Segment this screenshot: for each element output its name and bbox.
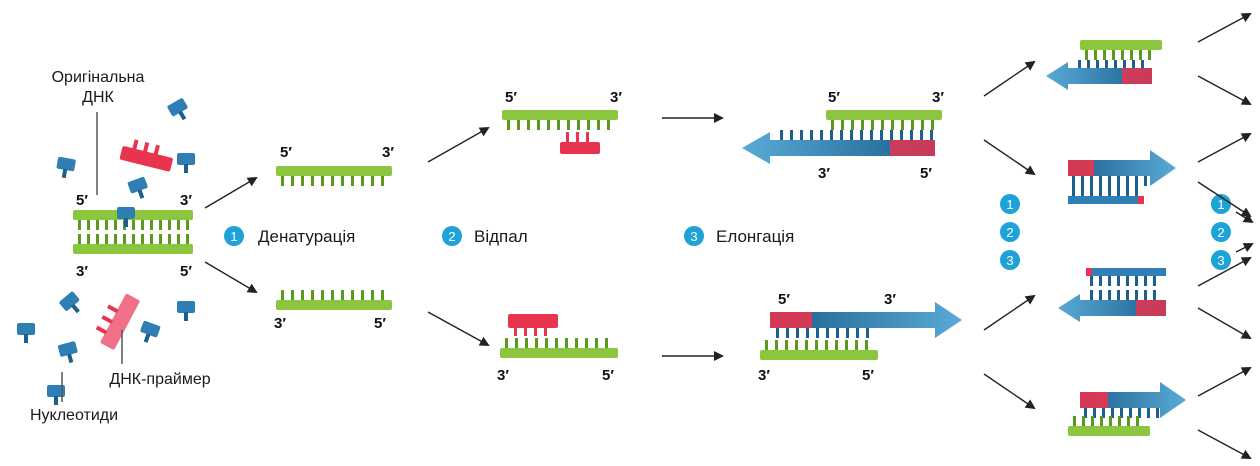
step-elongation: 3 Елонгація [684,226,794,246]
step-denaturation-label: Денатурація [258,227,355,246]
elongation-bottom [760,302,962,360]
ann-top-3prime: 3′ [610,89,622,106]
nucleotides-label: Нуклеотиди [30,407,118,424]
original-dna-label-line1: Оригінальна [52,69,145,86]
svg-text:2: 2 [448,229,455,244]
floating-primer-top [119,139,173,172]
nucleotide-icon [56,156,76,179]
nucleotide-icon [17,323,35,343]
svg-text:3: 3 [1217,253,1224,268]
el-top-3prime: 3′ [932,89,944,106]
svg-text:3: 3 [1006,253,1013,268]
den-top-5prime: 5′ [280,144,292,161]
nucleotide-icon [167,98,188,121]
el-bottom-3prime: 3′ [884,291,896,308]
floating-primer-bottom [95,293,140,350]
nucleotides-cluster [17,98,195,405]
nucleotide-icon [177,153,195,173]
den-top-3prime: 3′ [382,144,394,161]
svg-text:2: 2 [1006,225,1013,240]
product-3 [1058,268,1166,322]
product-2 [1068,150,1176,204]
original-dna-base-pairs [78,220,189,244]
primer-label: ДНК-праймер [109,371,210,388]
svg-text:1: 1 [1217,197,1224,212]
el-top-5prime-new: 5′ [920,165,932,182]
cycle-badges-left: 1 2 3 [1000,194,1020,270]
step-annealing: 2 Відпал [442,226,528,246]
den-bottom-5prime: 5′ [374,315,386,332]
el-top-3prime-new: 3′ [818,165,830,182]
step-elongation-label: Елонгація [716,227,794,246]
original-dna-5prime-top: 5′ [76,192,88,209]
cycle-badges-right: 1 2 3 [1211,194,1231,270]
process-arrows [204,13,1254,459]
product-1 [1046,40,1162,90]
nucleotide-icon [177,301,195,321]
ann-bottom-5prime: 5′ [602,367,614,384]
svg-text:2: 2 [1217,225,1224,240]
den-bottom-3prime: 3′ [274,315,286,332]
el-top-5prime: 5′ [828,89,840,106]
nucleotide-icon [140,320,161,343]
ann-top-5prime: 5′ [505,89,517,106]
original-dna-5prime-bottom: 5′ [180,263,192,280]
step-annealing-label: Відпал [474,227,528,246]
elongation-top [742,110,942,164]
nucleotide-icon [47,385,65,405]
ann-bottom-3prime: 3′ [497,367,509,384]
el-bottom-3prime-template: 3′ [758,367,770,384]
el-bottom-5prime: 5′ [778,291,790,308]
product-4 [1068,382,1186,436]
original-dna-3prime-top: 3′ [180,192,192,209]
denatured-strand-bottom [276,290,392,310]
annealed-bottom [500,314,618,358]
nucleotide-icon [57,341,78,364]
nucleotide-icon [127,176,148,199]
svg-text:1: 1 [230,229,237,244]
svg-text:3: 3 [690,229,697,244]
svg-text:1: 1 [1006,197,1013,212]
nucleotide-icon [117,207,135,227]
denatured-strand-top [276,166,392,186]
el-bottom-5prime-template: 5′ [862,367,874,384]
annealed-top [502,110,618,154]
original-dna-3prime-bottom: 3′ [76,263,88,280]
nucleotide-icon [59,291,80,314]
step-denaturation: 1 Денатурація [224,226,355,246]
original-dna-label-line2: ДНК [82,89,114,106]
